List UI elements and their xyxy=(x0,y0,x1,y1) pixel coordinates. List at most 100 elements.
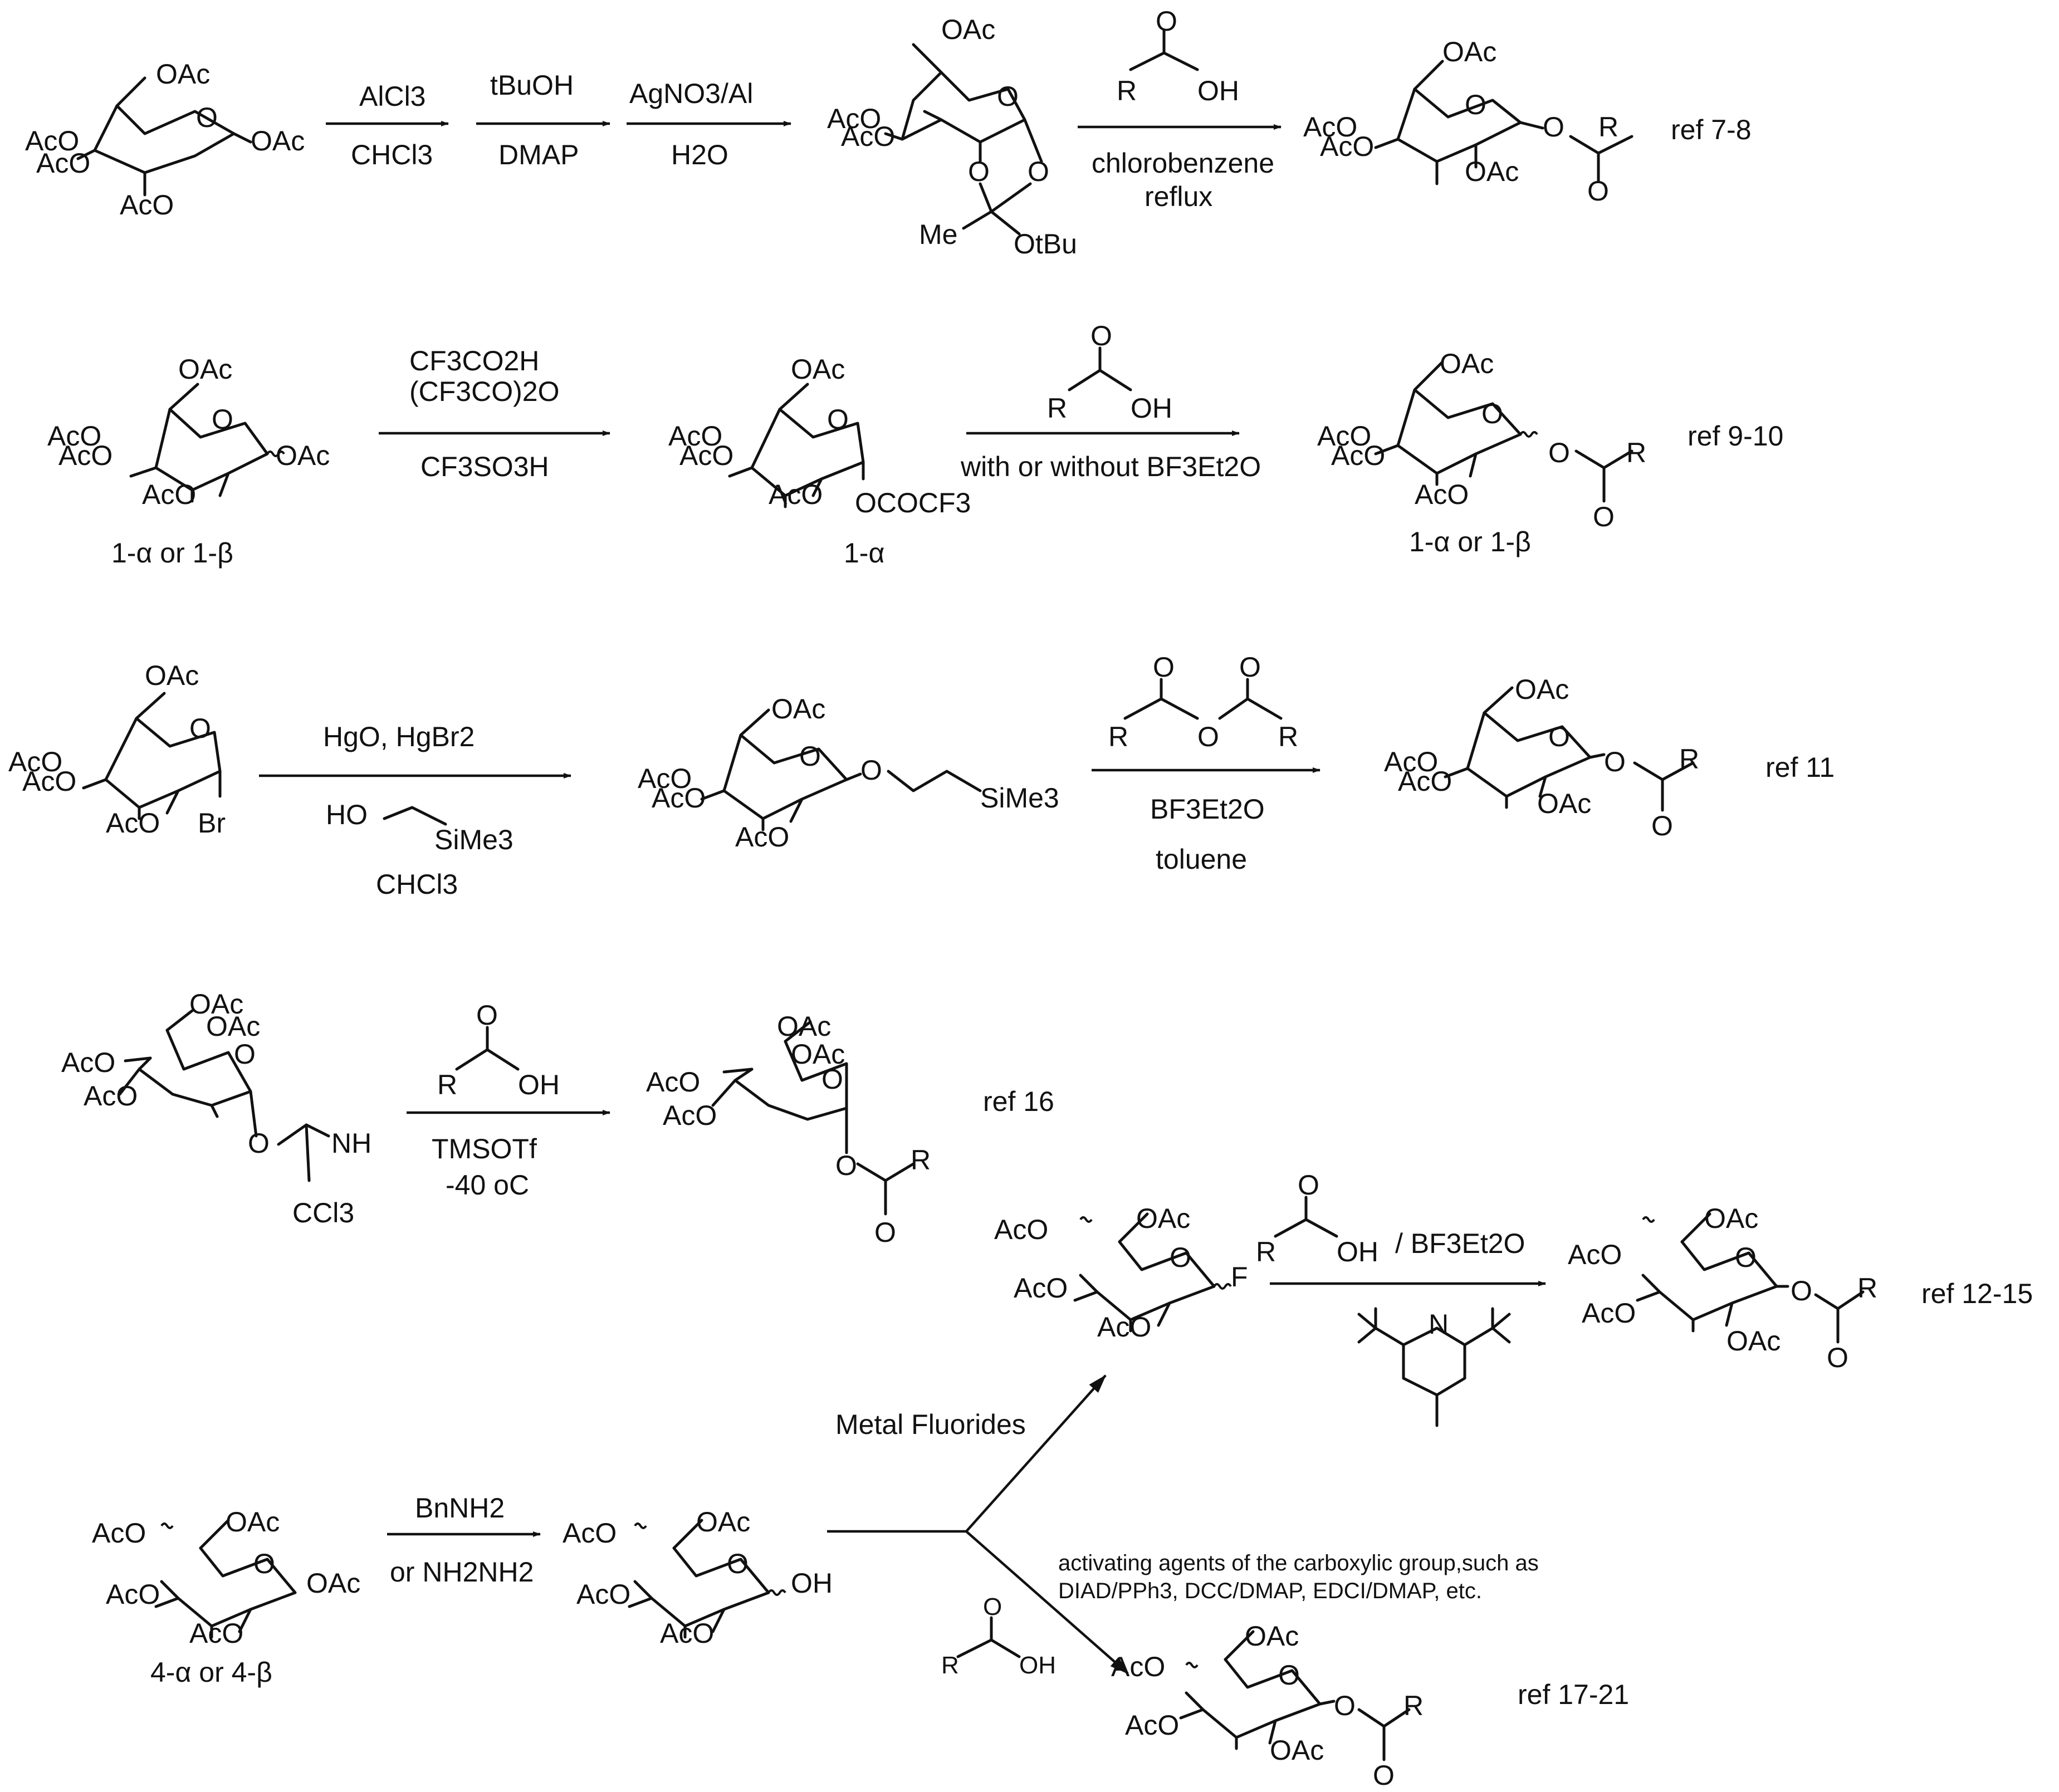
r-label: R xyxy=(941,1652,959,1679)
aco-label: AcO xyxy=(1582,1298,1636,1329)
oac-label: OAc xyxy=(777,1011,831,1042)
reagent-label: CHCl3 xyxy=(351,139,433,170)
nitrogen-label: N xyxy=(1429,1309,1449,1340)
reagent-label: Metal Fluorides xyxy=(835,1409,1026,1440)
ring-oxygen-label: O xyxy=(1735,1242,1757,1273)
r-label: R xyxy=(1108,721,1128,752)
ho-label: HO xyxy=(326,799,368,830)
reagent-label: BnNH2 xyxy=(415,1492,505,1524)
ccl3-label: CCl3 xyxy=(292,1197,354,1228)
aco-label: AcO xyxy=(106,807,160,839)
oac-label: OAc xyxy=(1440,348,1494,379)
reagent-label: chlorobenzene xyxy=(1092,148,1274,179)
ring-oxygen-label: O xyxy=(727,1548,749,1579)
br-label: Br xyxy=(198,807,226,839)
row3-product: OAc O AcO AcO OAc O R O xyxy=(1384,674,1699,841)
aco-label: AcO xyxy=(827,103,881,134)
oxygen-label: O xyxy=(1548,437,1570,468)
row2-intermediate: OAc O AcO AcO AcO OCOCF3 1-α xyxy=(668,354,971,569)
oac-label: OAc xyxy=(1270,1735,1324,1766)
aco-label: AcO xyxy=(106,1579,160,1610)
aco-label: AcO xyxy=(576,1579,630,1610)
aco-label: AcO xyxy=(646,1066,700,1098)
group-label: OCOCF3 xyxy=(855,487,971,518)
reference-label: ref 12-15 xyxy=(1921,1278,2033,1309)
reagent-label: activating agents of the carboxylic grou… xyxy=(1058,1551,1539,1575)
aco-label: AcO xyxy=(1014,1272,1068,1304)
carboxylic-acid: O R OH xyxy=(437,1000,560,1100)
row2-starting-material: OAc O AcO AcO AcO OAc 1-α or 1-β xyxy=(47,354,330,569)
oac-label: OAc xyxy=(306,1568,360,1599)
reagent-label: AlCl3 xyxy=(359,81,426,112)
aco-label: AcO xyxy=(1097,1311,1151,1343)
oac-label: OAc xyxy=(1136,1203,1190,1234)
anhydride-reagent: O O O R R xyxy=(1108,652,1298,752)
nh-label: NH xyxy=(331,1128,371,1159)
aco-label: AcO xyxy=(735,821,789,853)
oxygen-label: O xyxy=(1298,1169,1319,1201)
aco-label: AcO xyxy=(8,746,62,777)
reagent-label: H2O xyxy=(671,139,728,170)
reference-label: ref 11 xyxy=(1765,752,1835,783)
oxygen-label: O xyxy=(968,156,990,187)
oxygen-label: O xyxy=(248,1128,270,1159)
r-label: R xyxy=(1047,393,1067,424)
oxygen-label: O xyxy=(1827,1342,1848,1373)
ring-oxygen-label: O xyxy=(189,713,211,744)
ring-oxygen-label: O xyxy=(997,81,1019,112)
oac-label: OAc xyxy=(189,988,243,1020)
compound-caption: 1-α or 1-β xyxy=(1409,526,1531,557)
oxygen-label: O xyxy=(476,1000,498,1031)
aco-label: AcO xyxy=(58,440,113,471)
oxygen-label: O xyxy=(1373,1760,1395,1791)
reagent-label: reflux xyxy=(1145,181,1212,212)
sime3-label: SiMe3 xyxy=(980,782,1059,814)
reference-label: ref 9-10 xyxy=(1688,420,1783,452)
carboxylic-acid-small: O R OH xyxy=(941,1593,1056,1679)
aco-label: AcO xyxy=(1317,420,1371,452)
aco-label: AcO xyxy=(1331,440,1385,471)
ring-oxygen-label: O xyxy=(821,1064,843,1095)
reaction-arrow-down xyxy=(965,1530,1129,1675)
oac-label: OAc xyxy=(1537,788,1591,819)
row5-hemiacetal: OAc O AcO AcO AcO OH xyxy=(563,1506,833,1649)
aco-label: AcO xyxy=(36,148,90,179)
oac-label: OAc xyxy=(156,58,210,90)
me-label: Me xyxy=(919,219,957,250)
oxygen-label: O xyxy=(1651,810,1673,841)
oxygen-label: O xyxy=(835,1150,857,1181)
carboxylic-acid: O R OH xyxy=(1047,320,1172,424)
aco-label: AcO xyxy=(25,125,79,156)
oac-label: OAc xyxy=(1465,156,1519,187)
reagent-label: CF3SO3H xyxy=(420,451,549,482)
aco-label: AcO xyxy=(47,420,101,452)
oxygen-label: O xyxy=(1587,175,1609,207)
oxygen-label: O xyxy=(1090,320,1112,351)
row3-intermediate: OAc O AcO AcO AcO O SiMe3 xyxy=(638,693,1059,853)
row5-lower-product: OAc O AcO AcO OAc O R O xyxy=(1111,1620,1424,1791)
r-label: R xyxy=(1626,437,1646,468)
reagent-label: BF3Et2O xyxy=(1150,794,1265,825)
aco-label: AcO xyxy=(769,479,823,510)
aco-label: AcO xyxy=(994,1214,1048,1245)
ring-oxygen-label: O xyxy=(196,102,218,133)
aco-label: AcO xyxy=(1398,766,1452,797)
aco-label: AcO xyxy=(1111,1651,1165,1682)
reference-label: ref 16 xyxy=(983,1086,1054,1117)
aco-label: AcO xyxy=(1384,746,1438,777)
oac-label: OAc xyxy=(226,1506,280,1538)
compound-caption: 1-α or 1-β xyxy=(111,537,233,569)
reagent-label: HgO, HgBr2 xyxy=(323,721,475,752)
oac-label: OAc xyxy=(1704,1203,1758,1234)
oxygen-label: O xyxy=(1791,1275,1812,1306)
aco-label: AcO xyxy=(22,766,76,797)
aco-label: AcO xyxy=(663,1100,717,1131)
sime3-label: SiMe3 xyxy=(434,824,513,855)
r-label: R xyxy=(437,1069,457,1100)
otbu-label: OtBu xyxy=(1014,228,1077,260)
oxygen-label: O xyxy=(983,1593,1002,1620)
reagent-label: or NH2NH2 xyxy=(390,1556,534,1588)
oac-label: OAc xyxy=(1442,36,1496,67)
aco-label: AcO xyxy=(1415,479,1469,510)
ring-oxygen-label: O xyxy=(212,404,233,435)
